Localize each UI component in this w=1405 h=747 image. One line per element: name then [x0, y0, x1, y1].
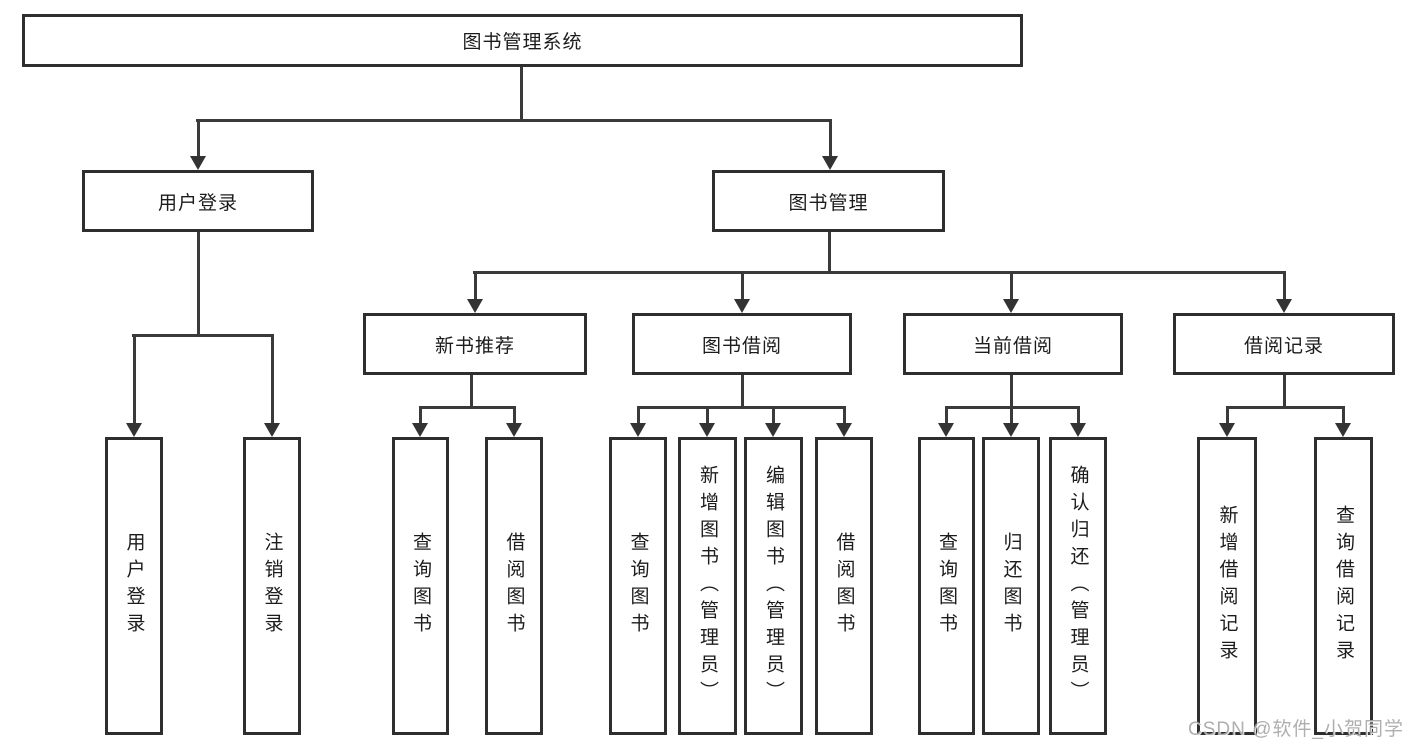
connector-stem-leaf — [705, 406, 709, 423]
node-label: 新书推荐 — [434, 335, 515, 357]
leaf-add-borrow-record: 新增借阅记录 — [1197, 437, 1257, 735]
leaf-logout: 注销登录 — [243, 437, 301, 735]
leaf-confirm-return-admin: 确认归还（管理员） — [1049, 437, 1107, 735]
arrowhead-leaf-logout — [264, 423, 280, 437]
connector-stem-leaf — [1341, 406, 1345, 423]
node-current-borrowing: 当前借阅 — [903, 313, 1123, 375]
connector-current-borrow-stem — [1009, 375, 1013, 409]
leaf-query-books-new: 查询图书 — [392, 437, 449, 735]
leaf-query-books-current: 查询图书 — [918, 437, 975, 735]
connector-stem-leaf-logout — [270, 334, 274, 423]
arrowhead-leaf-add-books-admin — [699, 423, 715, 437]
arrowhead-book-management — [822, 156, 838, 170]
leaf-query-borrow-record: 查询借阅记录 — [1314, 437, 1373, 735]
node-new-book-recommendation: 新书推荐 — [363, 313, 587, 375]
node-borrowing-records: 借阅记录 — [1173, 313, 1395, 375]
node-label: 当前借阅 — [972, 335, 1053, 357]
leaf-query-books-borrow: 查询图书 — [609, 437, 667, 735]
node-label: 用户登录 — [157, 192, 238, 214]
arrowhead-leaf-query-books-current — [938, 423, 954, 437]
arrowhead-user-login — [190, 156, 206, 170]
arrowhead-leaf-return-books — [1003, 423, 1019, 437]
node-book-management: 图书管理 — [712, 170, 945, 232]
connector-stem-leaf — [771, 406, 775, 423]
node-label: 图书管理系统 — [462, 32, 583, 53]
connector-stem-leaf — [418, 406, 422, 423]
leaf-label: 用户登录 — [123, 532, 145, 640]
leaf-edit-books-admin: 编辑图书（管理员） — [744, 437, 803, 735]
node-user-login: 用户登录 — [82, 170, 314, 232]
connector-stem-leaf — [512, 406, 516, 423]
arrowhead-leaf-query-borrow-record — [1335, 423, 1351, 437]
connector-stem-leaf — [842, 406, 846, 423]
connector-current-borrow-hbar — [945, 406, 1080, 409]
arrowhead-book-borrow — [734, 299, 750, 313]
leaf-label: 查询图书 — [936, 532, 957, 640]
connector-stem-leaf — [1009, 406, 1013, 423]
connector-borrow-records-hbar — [1226, 406, 1345, 409]
connector-root-stem — [519, 67, 523, 122]
connector-book-management-stem — [827, 232, 831, 274]
arrowhead-leaf-borrow-books-new — [506, 423, 522, 437]
connector-stem-leaf — [1225, 406, 1229, 423]
leaf-label: 新增图书（管理员） — [697, 464, 718, 708]
leaf-label: 借阅图书 — [833, 532, 855, 640]
connector-stem-user-login — [196, 119, 200, 157]
csdn-watermark: CSDN @软件_小贺同学 — [1188, 719, 1404, 740]
connector-user-login-stem — [196, 232, 200, 337]
arrowhead-leaf-query-books-new — [412, 423, 428, 437]
connector-stem-borrow-records — [1282, 271, 1286, 299]
leaf-user-login: 用户登录 — [105, 437, 163, 735]
node-label: 图书借阅 — [701, 335, 782, 357]
leaf-add-books-admin: 新增图书（管理员） — [678, 437, 737, 735]
arrowhead-borrow-records — [1276, 299, 1292, 313]
node-book-borrowing: 图书借阅 — [632, 313, 852, 375]
connector-user-login-hbar — [132, 334, 274, 337]
connector-stem-leaf-user-login — [132, 334, 136, 423]
connector-stem-leaf — [636, 406, 640, 423]
leaf-label: 查询图书 — [627, 532, 649, 640]
leaf-label: 查询图书 — [410, 532, 431, 640]
connector-book-borrow-hbar — [637, 406, 846, 409]
connector-stem-leaf — [1076, 406, 1080, 423]
leaf-borrow-books-borrow: 借阅图书 — [815, 437, 873, 735]
node-label: 借阅记录 — [1243, 335, 1324, 357]
leaf-return-books: 归还图书 — [982, 437, 1040, 735]
arrowhead-leaf-add-borrow-record — [1219, 423, 1235, 437]
connector-borrow-records-stem — [1282, 375, 1286, 409]
node-label: 图书管理 — [788, 192, 869, 214]
leaf-borrow-books-new: 借阅图书 — [485, 437, 543, 735]
arrowhead-leaf-user-login — [126, 423, 142, 437]
connector-stem-leaf — [944, 406, 948, 423]
arrowhead-leaf-confirm-return-admin — [1070, 423, 1086, 437]
arrowhead-leaf-query-books-borrow — [630, 423, 646, 437]
connector-root-hbar — [196, 119, 832, 122]
connector-stem-book-management — [828, 119, 832, 157]
connector-new-books-hbar — [419, 406, 516, 409]
arrowhead-leaf-borrow-books-borrow — [836, 423, 852, 437]
node-root-library-management-system: 图书管理系统 — [22, 14, 1023, 67]
leaf-label: 编辑图书（管理员） — [763, 464, 784, 708]
arrowhead-new-books — [467, 299, 483, 313]
leaf-label: 新增借阅记录 — [1216, 505, 1238, 667]
connector-stem-book-borrow — [740, 271, 744, 299]
leaf-label: 借阅图书 — [503, 532, 525, 640]
leaf-label: 确认归还（管理员） — [1067, 464, 1089, 708]
connector-new-books-stem — [469, 375, 473, 409]
connector-stem-new-books — [473, 271, 477, 299]
connector-book-borrow-stem — [740, 374, 744, 409]
leaf-label: 归还图书 — [1000, 532, 1022, 640]
leaf-label: 查询借阅记录 — [1333, 505, 1354, 667]
connector-book-management-hbar — [473, 271, 1286, 274]
leaf-label: 注销登录 — [261, 532, 283, 640]
arrowhead-leaf-edit-books-admin — [765, 423, 781, 437]
arrowhead-current-borrow — [1003, 299, 1019, 313]
connector-stem-current-borrow — [1009, 271, 1013, 299]
